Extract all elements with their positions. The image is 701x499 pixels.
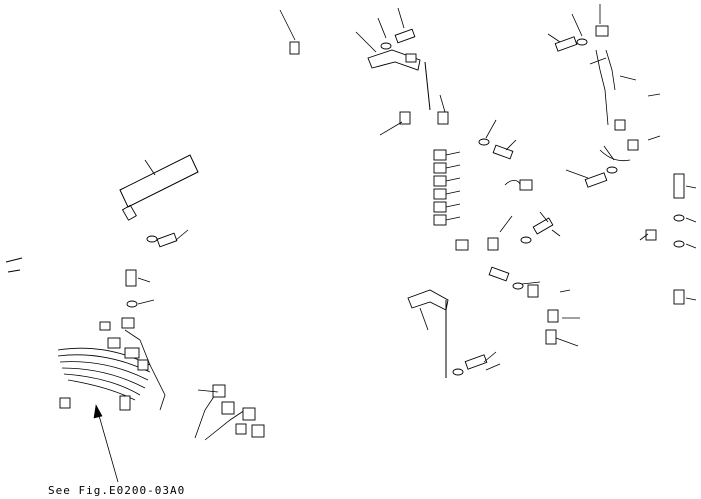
wiring-harness-right (598, 18, 664, 244)
bolt (488, 266, 510, 282)
harness-tags (119, 154, 199, 208)
connector (99, 321, 111, 331)
bolt (554, 36, 578, 52)
relay (433, 188, 447, 200)
right-edge-parts (673, 173, 685, 305)
connector (137, 359, 149, 371)
bolt-washer-centre (478, 138, 554, 290)
clip (59, 397, 71, 409)
relay-stack (433, 149, 469, 251)
clips (59, 41, 657, 411)
relay (433, 201, 447, 213)
relay (433, 162, 447, 174)
connector (235, 423, 247, 435)
reference-arrow (93, 404, 119, 483)
connector (107, 337, 121, 349)
connector (242, 407, 256, 421)
washer (146, 235, 158, 243)
connector (121, 317, 135, 329)
clip (119, 395, 131, 411)
connector (212, 384, 226, 398)
clip (527, 284, 539, 298)
bolt (405, 53, 417, 63)
bolt (464, 354, 488, 370)
bolt (584, 172, 608, 188)
figure-reference-caption: See Fig.E0200-03A0 (48, 484, 186, 497)
connector (614, 119, 626, 131)
clip (437, 111, 449, 125)
washer (478, 138, 490, 146)
washer (673, 214, 685, 222)
clip (289, 41, 300, 55)
right-top-parts (554, 25, 639, 188)
relay (433, 214, 447, 226)
relay (433, 175, 447, 187)
washer (606, 166, 618, 174)
washer (576, 38, 588, 46)
connector (519, 179, 533, 191)
clip (627, 139, 639, 151)
connector (251, 424, 265, 438)
bracket (407, 289, 449, 311)
bolt (394, 28, 416, 44)
clip (595, 25, 609, 37)
connector (455, 239, 469, 251)
collar (545, 329, 557, 345)
clip (399, 111, 411, 125)
bracket-lower-centre (407, 289, 488, 378)
clip (547, 309, 559, 323)
connector (221, 401, 235, 415)
bracket (367, 49, 421, 71)
bolt (125, 269, 137, 287)
connector (124, 347, 140, 359)
bolt (532, 217, 554, 235)
clip (645, 229, 657, 241)
washer (380, 42, 392, 50)
washer (673, 240, 685, 248)
washer (126, 300, 138, 308)
bracket-top-centre (367, 28, 431, 111)
bolt-washer-left (125, 232, 178, 308)
washer (520, 236, 532, 244)
relay (433, 149, 447, 161)
connector-cluster-left (99, 317, 149, 371)
bolt (156, 232, 178, 248)
bolt (673, 173, 685, 199)
clip (121, 204, 137, 221)
washer (512, 282, 524, 290)
leader-lines (137, 4, 697, 393)
bolt (492, 144, 514, 160)
clip (487, 237, 499, 251)
washer (452, 368, 464, 376)
connector-cluster-bottom (194, 384, 265, 441)
collar (673, 289, 685, 305)
